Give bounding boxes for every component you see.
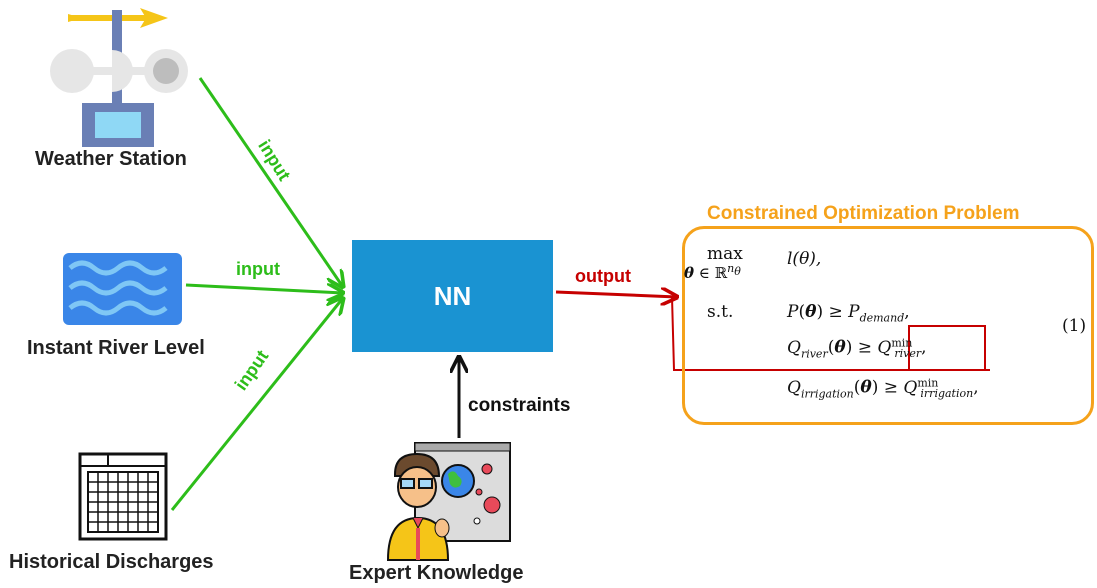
- problem-title: Constrained Optimization Problem: [707, 203, 1020, 224]
- nn-box: NN: [352, 240, 553, 352]
- input-arrow-river: [185, 285, 343, 293]
- output-label: output: [575, 266, 631, 286]
- nn-label: NN: [433, 280, 472, 311]
- river-min-highlight: [908, 325, 986, 371]
- output-arrow: [555, 292, 677, 297]
- input-arrow-weather: [198, 77, 343, 287]
- weather-station-label: Weather Station: [35, 148, 187, 170]
- problem-box: [682, 226, 1094, 425]
- constraint-irrigation: Qirrigation(θ) ≥ Qminirrigation,: [787, 376, 979, 401]
- max-subscript: θ ∈ ℝnθ: [684, 262, 741, 282]
- constraint-power: P(θ) ≥ Pdemand,: [787, 302, 910, 325]
- equation-number: (1): [1062, 316, 1087, 336]
- output-link-line: [671, 296, 990, 371]
- constraint-river: Qriver(θ) ≥ Qminriver,: [787, 336, 927, 361]
- expert-label: Expert Knowledge: [349, 562, 524, 584]
- input-arrow-historical: [170, 298, 343, 511]
- max-operator: max: [707, 244, 743, 264]
- subject-to: s.t.: [707, 302, 734, 322]
- river-level-label: Instant River Level: [27, 337, 205, 359]
- historical-label: Historical Discharges: [9, 551, 214, 573]
- input-label-river: input: [236, 259, 280, 279]
- constraints-label: constraints: [468, 395, 571, 416]
- objective: l(θ),: [787, 249, 822, 269]
